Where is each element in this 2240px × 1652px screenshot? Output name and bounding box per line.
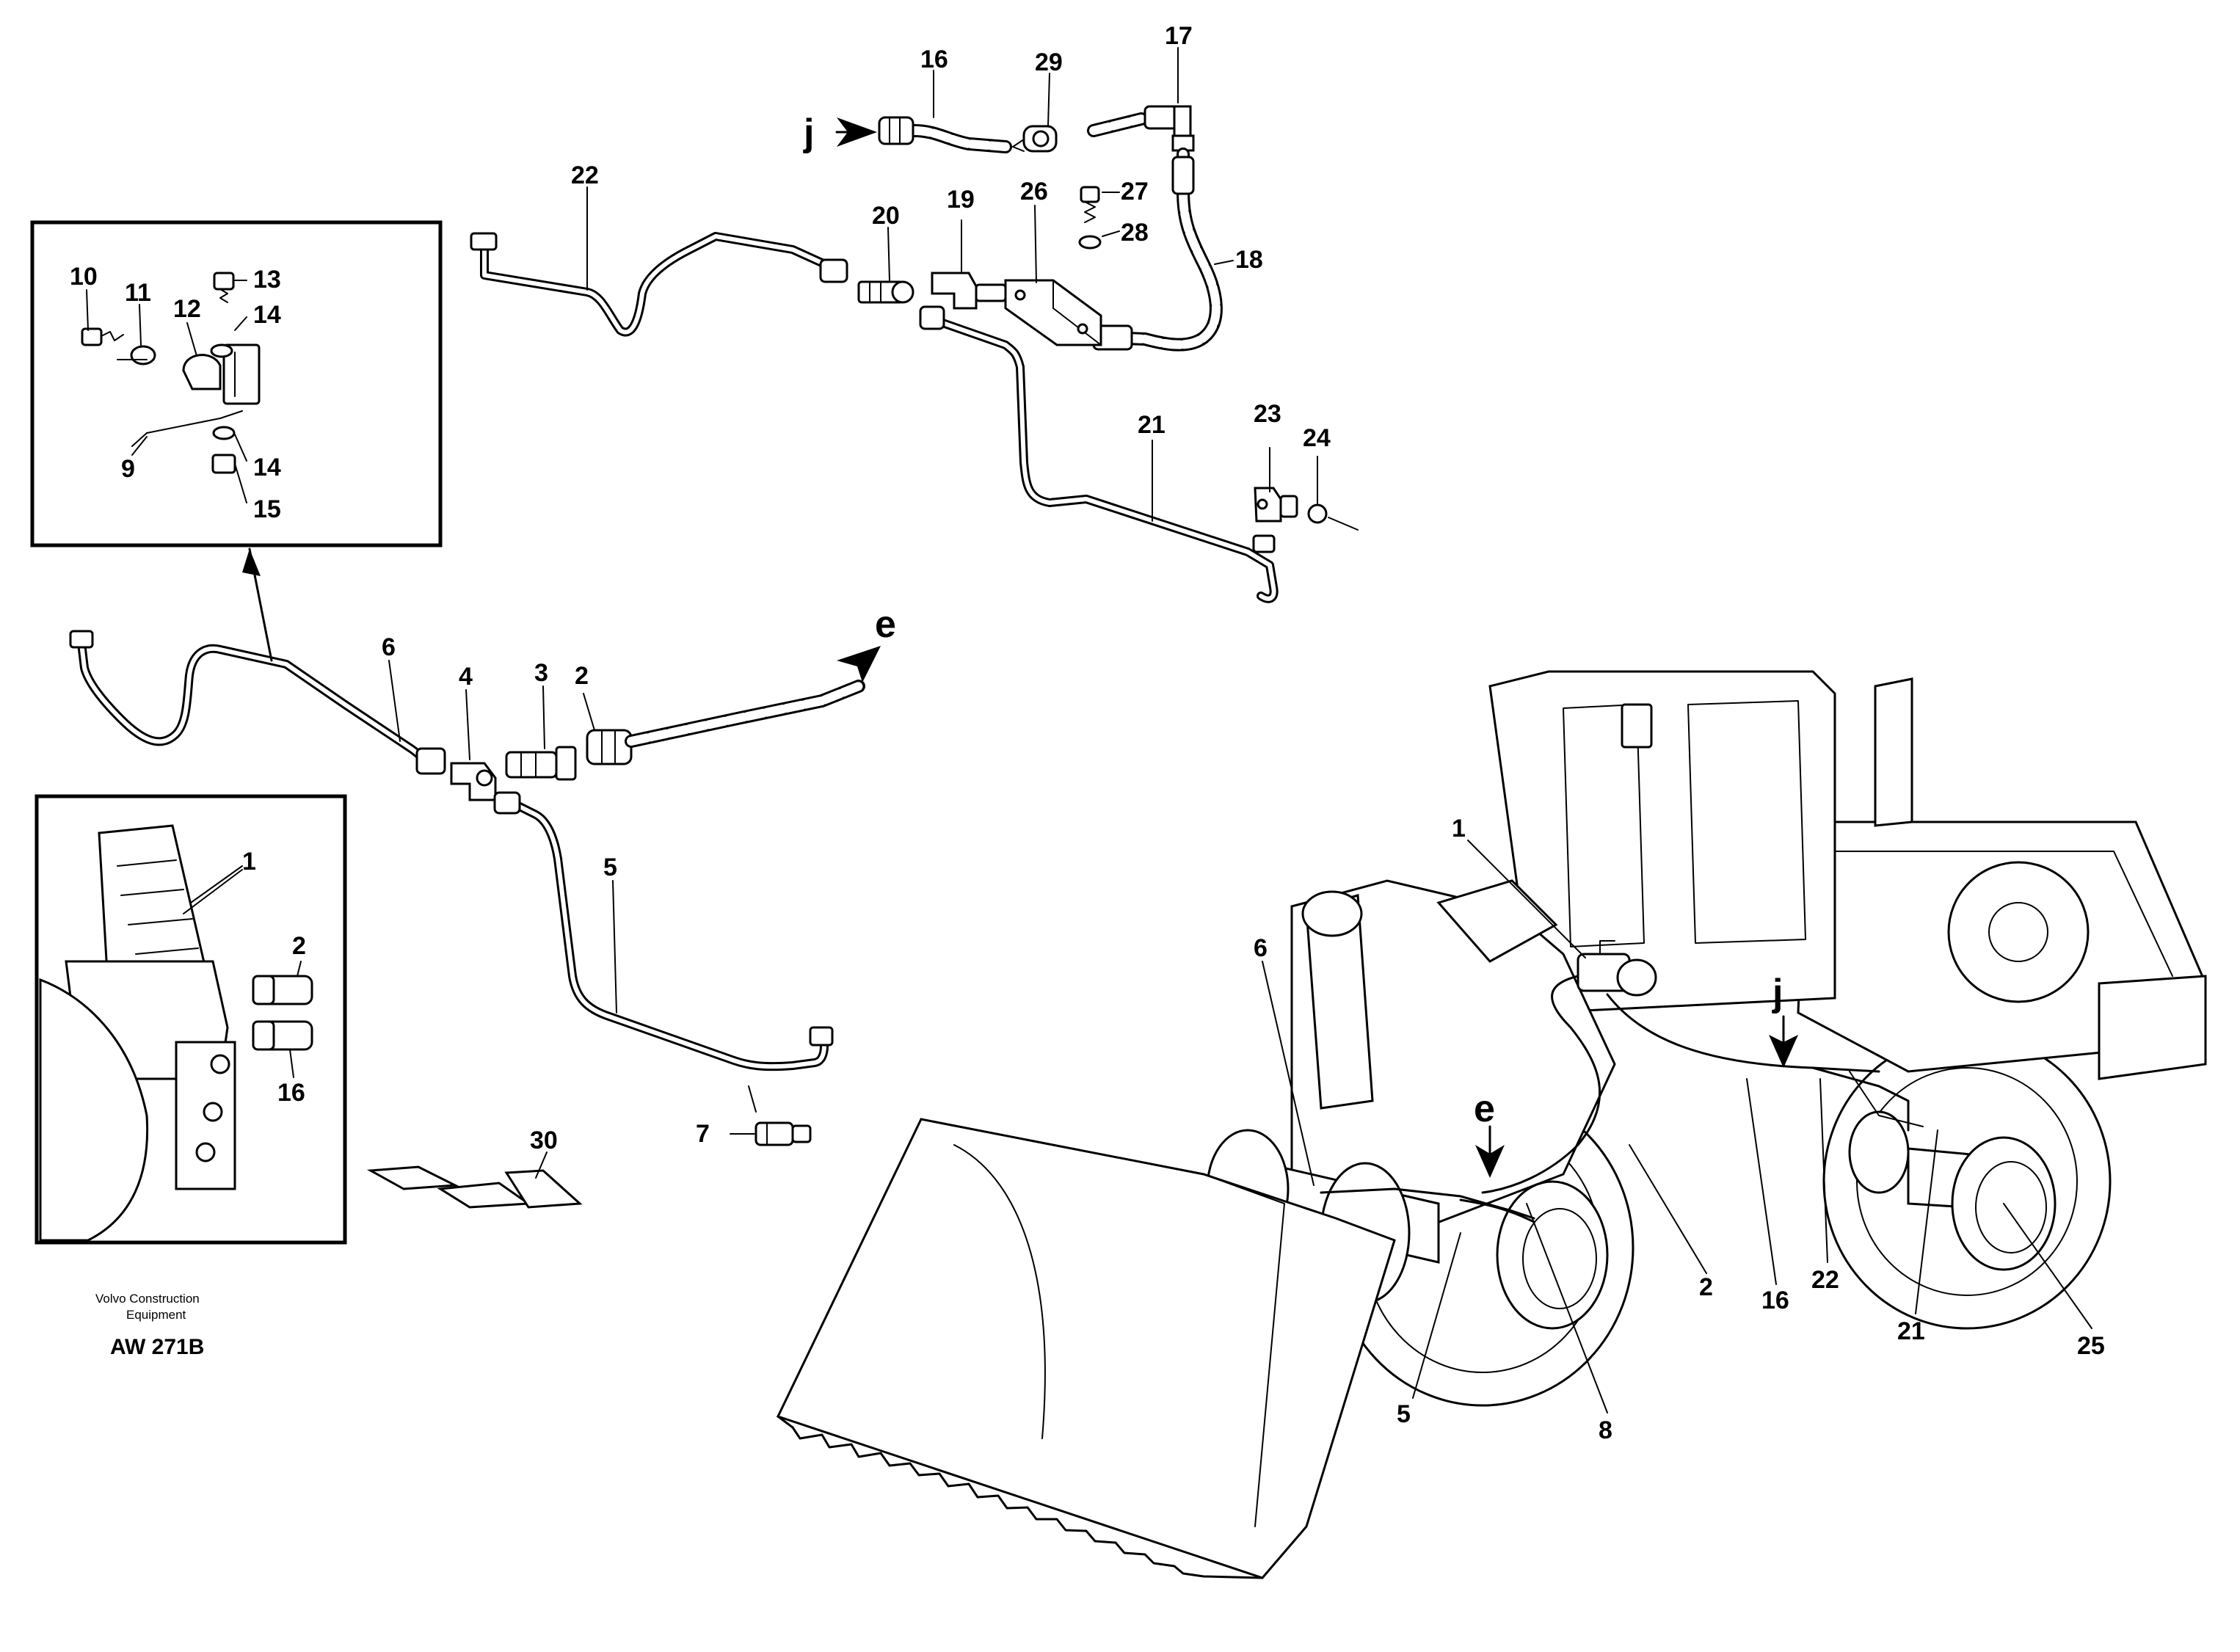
bucket-teeth [777, 1415, 1264, 1579]
hose-2-machine [1481, 975, 1601, 1194]
exhaust-pipe [1874, 677, 1913, 827]
callout-7: 7 [696, 1120, 710, 1148]
callout-27: 27 [1121, 178, 1149, 205]
callout-3: 3 [534, 659, 548, 687]
pipe-22-machine [1811, 1066, 1910, 1132]
callout-17: 17 [1165, 22, 1193, 50]
sensor-7 [754, 1121, 812, 1146]
callout-5-mid: 5 [603, 854, 617, 881]
nut-20-a [819, 258, 848, 283]
hose-16-pedal [252, 1020, 313, 1051]
screw-27 [1080, 186, 1100, 223]
hose-16-machine [1606, 993, 1880, 1073]
pipe-6-machine [1320, 1187, 1535, 1220]
callout-9: 9 [121, 455, 135, 483]
adaptor-3 [505, 746, 577, 781]
tool-30 [366, 1165, 583, 1209]
callout-6-mid: 6 [382, 633, 396, 661]
callout-14-lower: 14 [253, 454, 281, 481]
pipe-22-nut [470, 232, 498, 251]
callout-13: 13 [253, 266, 281, 294]
leader-lines [86, 47, 2092, 1413]
callout-2-pedal: 2 [292, 932, 306, 960]
marker-j-machine: j [1772, 972, 1783, 1014]
wheel-loader: j e [776, 670, 2207, 1579]
washer-28 [1078, 235, 1102, 250]
callout-22-machine: 22 [1811, 1266, 1839, 1294]
callout-22-top: 22 [571, 161, 599, 189]
callout-15: 15 [253, 495, 281, 523]
hose-fitting-top-left [878, 116, 914, 145]
elbow-17 [1143, 105, 1195, 152]
callout-14-upper: 14 [253, 301, 281, 329]
top-assembly: j [470, 105, 1359, 603]
callout-16-pedal: 16 [277, 1079, 305, 1107]
callout-4: 4 [459, 663, 473, 691]
callout-23: 23 [1254, 400, 1281, 428]
callout-8: 8 [1599, 1416, 1612, 1444]
drawing-code: AW 271B [110, 1335, 204, 1359]
nut-21 [919, 305, 945, 330]
callout-26: 26 [1020, 178, 1048, 205]
caption-equipment: Equipment [126, 1308, 186, 1322]
callout-2-mid: 2 [575, 662, 589, 690]
callout-6-machine: 6 [1254, 934, 1268, 962]
callout-28: 28 [1121, 219, 1149, 247]
marker-j-top: j [803, 112, 814, 154]
inset-pedal [34, 794, 347, 1245]
callout-24: 24 [1303, 424, 1331, 452]
clamp-29 [1012, 125, 1058, 153]
callout-18: 18 [1235, 246, 1263, 274]
callout-21-top: 21 [1138, 411, 1166, 439]
callout-19: 19 [947, 186, 975, 214]
callout-16-machine: 16 [1761, 1287, 1789, 1314]
bracket-26 [1004, 279, 1102, 346]
callout-5-machine: 5 [1397, 1400, 1411, 1428]
callout-20: 20 [872, 202, 900, 230]
callout-11: 11 [125, 279, 151, 307]
hose-2-fitting [586, 729, 633, 765]
elbow-19 [931, 272, 1007, 310]
marker-e-machine: e [1474, 1088, 1495, 1130]
caption-company: Volvo Construction [95, 1292, 200, 1306]
callout-2-machine: 2 [1699, 1273, 1713, 1301]
brake-valve-1 [1577, 940, 1657, 997]
arrow-e-top [837, 646, 881, 683]
callout-21-machine: 21 [1897, 1317, 1925, 1345]
callout-1-pedal: 1 [242, 848, 256, 876]
fitting-23 [1254, 487, 1298, 523]
callouts: 16 29 17 22 20 19 26 27 28 18 21 23 24 1… [70, 22, 2105, 1444]
ring-24 [1307, 503, 1328, 524]
drawing-caption: Volvo Construction Equipment AW 271B [95, 1292, 204, 1359]
callout-12: 12 [173, 295, 201, 323]
fitting-20 [857, 280, 914, 304]
front-hub [1496, 1180, 1609, 1330]
inset-hardware [30, 220, 443, 547]
elbow-4 [450, 762, 497, 801]
marker-e-top: e [875, 603, 896, 646]
nut-6 [415, 747, 446, 775]
callout-30: 30 [530, 1127, 558, 1154]
callout-16-top: 16 [920, 46, 948, 73]
pipe-21 [928, 315, 1279, 603]
cooling-fan [1947, 861, 2090, 1003]
callout-1-machine: 1 [1452, 815, 1466, 843]
callout-10: 10 [70, 263, 98, 291]
mid-assembly: e [69, 547, 896, 1209]
hose-2-pedal [252, 975, 313, 1005]
callout-25: 25 [2077, 1332, 2105, 1360]
pipe-5-machine [1459, 1198, 1535, 1223]
callout-29: 29 [1035, 48, 1063, 76]
